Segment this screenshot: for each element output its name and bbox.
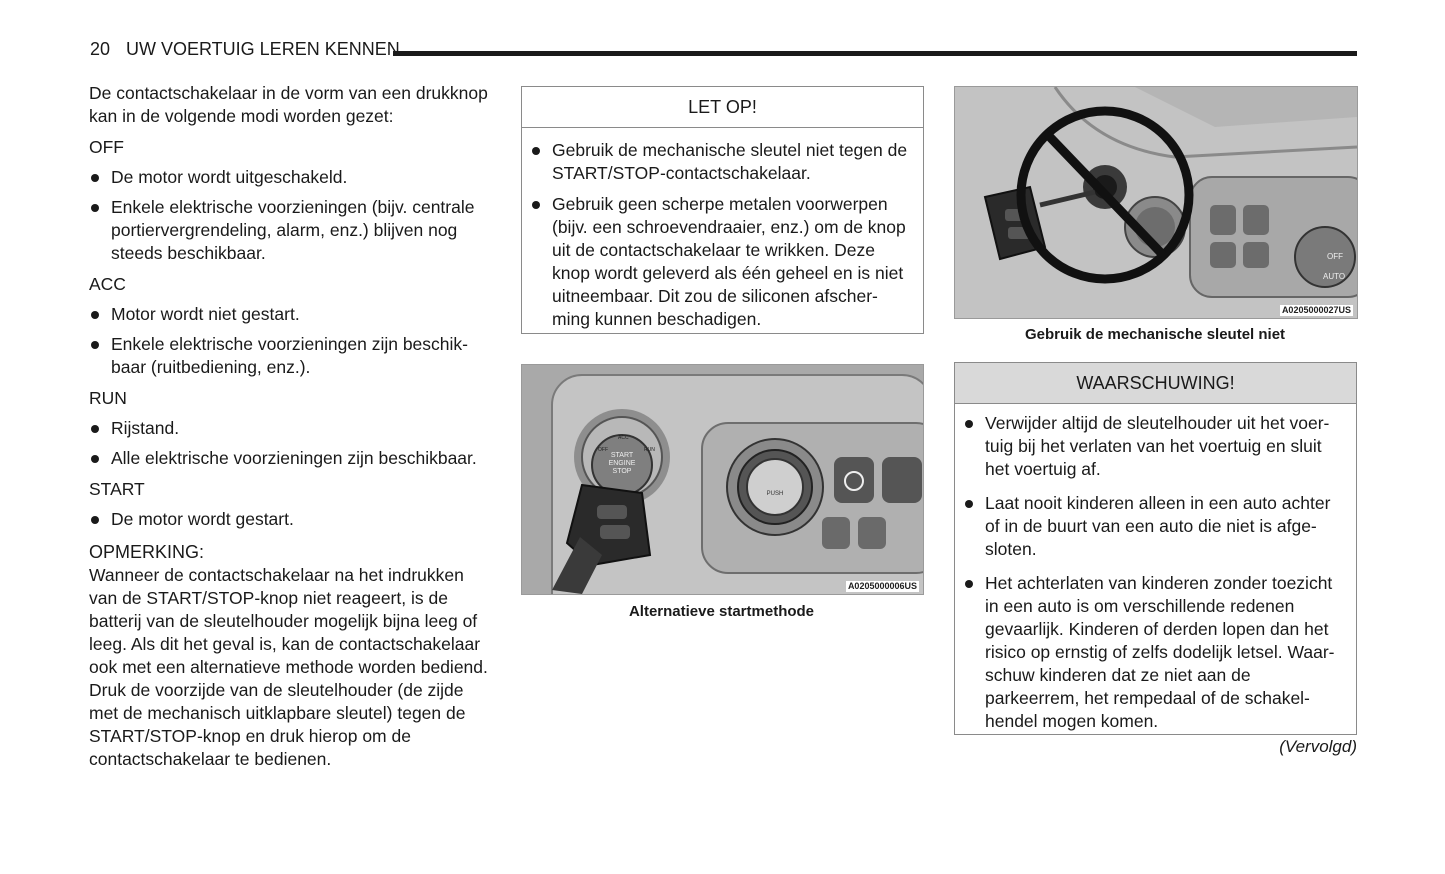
figure-mechanical-key: OFF AUTO A0205000027US <box>954 86 1358 319</box>
start-button-label: ENGINE <box>609 460 636 467</box>
start-button-label: START <box>611 452 634 459</box>
list-item: Rijstand. <box>89 417 494 440</box>
figure-code: A0205000006US <box>845 581 919 592</box>
ignition-label: ACC <box>618 435 629 441</box>
list-item: Alle elektrische voorzieningen zijn besc… <box>89 447 494 470</box>
figure-caption-alternative: Alternatieve startmethode <box>628 603 815 620</box>
warning-list: Verwijder altijd de sleutelhouder uit he… <box>955 412 1356 739</box>
note-heading: OPMERKING: <box>89 542 205 562</box>
mode-list-acc: Motor wordt niet gestart. Enkele elektri… <box>89 303 494 379</box>
ignition-label: OFF <box>598 447 608 453</box>
caution-title: LET OP! <box>522 87 923 128</box>
figure-code: A0205000027US <box>1279 305 1353 316</box>
caution-list: Gebruik de mechanische sleutel niet tege… <box>522 128 923 337</box>
mode-list-off: De motor wordt uitgeschakeld. Enkele ele… <box>89 166 494 265</box>
mode-heading-start: START <box>89 479 145 499</box>
left-column: De contactschakelaar in de vorm van een … <box>89 82 494 771</box>
alternative-start-illustration: START ENGINE STOP OFF ACC RUN PUSH <box>522 365 923 594</box>
fan-label: AUTO <box>1323 272 1345 281</box>
list-item: Laat nooit kinderen alleen in een auto a… <box>963 492 1346 561</box>
mechanical-key-illustration: OFF AUTO <box>955 87 1357 318</box>
list-item: Enkele elektrische voorzieningen (bijv. … <box>89 196 494 265</box>
list-item: Gebruik de mechanische sleutel niet tege… <box>530 139 913 185</box>
intro-text: De contactschakelaar in de vorm van een … <box>89 83 488 126</box>
warning-box: WAARSCHUWING! Verwijder altijd de sleute… <box>954 362 1357 735</box>
mode-list-run: Rijstand. Alle elektrische voorzieningen… <box>89 417 494 470</box>
list-item: Gebruik geen scherpe metalen voorwerpen … <box>530 193 913 331</box>
note-text: Wanneer de contactschakelaar na het indr… <box>89 565 488 769</box>
mode-list-start: De motor wordt gestart. <box>89 508 494 531</box>
ignition-label: RUN <box>644 447 655 453</box>
list-item: De motor wordt gestart. <box>89 508 494 531</box>
header-rule <box>393 51 1357 56</box>
list-item: De motor wordt uitgeschakeld. <box>89 166 494 189</box>
knob-label: PUSH <box>767 491 784 497</box>
list-item: Enkele elektrische voorzieningen zijn be… <box>89 333 494 379</box>
caution-box: LET OP! Gebruik de mechanische sleutel n… <box>521 86 924 334</box>
mode-heading-run: RUN <box>89 388 127 408</box>
continued-note: (Vervolgd) <box>1279 737 1357 756</box>
list-item: Het achterlaten van kinderen zonder toez… <box>963 572 1346 733</box>
section-title: UW VOERTUIG LEREN KENNEN <box>126 39 400 59</box>
figure-alternative-start: START ENGINE STOP OFF ACC RUN PUSH A0205… <box>521 364 924 595</box>
mode-heading-acc: ACC <box>89 274 126 294</box>
start-button-label: STOP <box>613 468 632 475</box>
list-item: Motor wordt niet gestart. <box>89 303 494 326</box>
list-item: Verwijder altijd de sleutelhouder uit he… <box>963 412 1346 481</box>
mode-heading-off: OFF <box>89 137 124 157</box>
fan-label: OFF <box>1327 252 1343 261</box>
warning-title: WAARSCHUWING! <box>955 363 1356 404</box>
figure-caption-mechanical-key: Gebruik de mechanische sleutel niet <box>1024 326 1286 343</box>
page-number: 20 <box>90 39 111 59</box>
